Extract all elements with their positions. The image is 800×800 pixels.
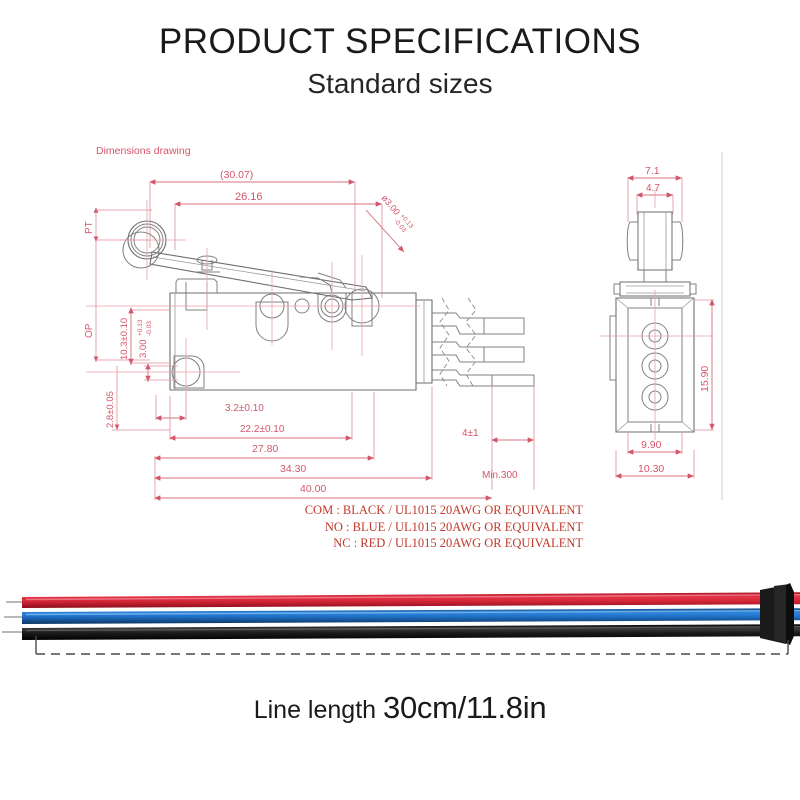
dim-width-1: 3.2±0.10 <box>225 403 264 414</box>
wire-legend-nc: NC : RED / UL1015 20AWG OR EQUIVALENT <box>333 536 583 550</box>
wire-stripped-tips-left <box>2 601 22 633</box>
dim-roller-outer: 7.1 <box>645 165 660 177</box>
terminal-tabs-detail <box>432 297 535 387</box>
front-view-geometry <box>122 220 433 391</box>
dim-width-4: 34.30 <box>280 463 306 475</box>
cable-illustration <box>0 570 800 670</box>
dim-height-2-tol-upper: +0.13 <box>137 319 144 336</box>
caption-prefix: Line length <box>253 696 383 724</box>
nc-wire-red <box>22 592 800 608</box>
dim-width-3: 27.80 <box>252 443 278 455</box>
line-length-caption: Line length 30cm/11.8in <box>0 690 800 726</box>
dimensions-drawing: Dimensions drawing <box>0 130 800 570</box>
side-view-dimensions: 7.1 4.7 15.90 9.90 10.30 <box>600 165 715 479</box>
side-view-geometry <box>609 211 697 433</box>
dim-label-op: OP <box>84 323 95 338</box>
dim-height-3: 2.8±0.05 <box>105 391 116 428</box>
page-title: PRODUCT SPECIFICATIONS <box>158 22 642 61</box>
front-view-dimensions: (30.07) 26.16 ø3.00 +0.13 -0.03 PT <box>84 169 535 501</box>
dim-height-2: 3.00 <box>138 340 149 359</box>
wire-legend: COM : BLACK / UL1015 20AWG OR EQUIVALENT… <box>253 502 583 552</box>
caption-value: 30cm/11.8in <box>383 690 547 725</box>
dim-roller-inner: 4.7 <box>646 183 660 194</box>
drawing-label: Dimensions drawing <box>96 145 191 157</box>
wire-bundle-end-right <box>760 583 794 645</box>
dim-wire-min: Min.300 <box>482 470 518 481</box>
dim-body-width-outer: 10.30 <box>638 463 664 475</box>
dim-width-5: 40.00 <box>300 483 326 495</box>
page-subtitle: Standard sizes <box>307 68 493 99</box>
dim-height-1: 10.3±0.10 <box>119 318 130 360</box>
dim-height-2-tol-lower: -0.03 <box>146 321 153 336</box>
no-wire-blue <box>22 608 800 624</box>
dim-terminal-pitch: 4±1 <box>462 428 479 439</box>
com-wire-black <box>22 624 800 640</box>
length-measure-line <box>35 636 789 655</box>
dim-lever-length: 26.16 <box>235 191 263 203</box>
dim-hole-dia: ø3.00 <box>379 193 401 217</box>
dim-overall-ref: (30.07) <box>220 169 253 181</box>
dim-body-height: 15.90 <box>699 366 711 392</box>
wire-legend-no: NO : BLUE / UL1015 20AWG OR EQUIVALENT <box>324 519 583 534</box>
wire-legend-com: COM : BLACK / UL1015 20AWG OR EQUIVALENT <box>304 503 583 517</box>
dim-body-width-inner: 9.90 <box>641 439 662 451</box>
dim-width-2: 22.2±0.10 <box>240 424 285 435</box>
dim-label-pt: PT <box>84 221 95 234</box>
